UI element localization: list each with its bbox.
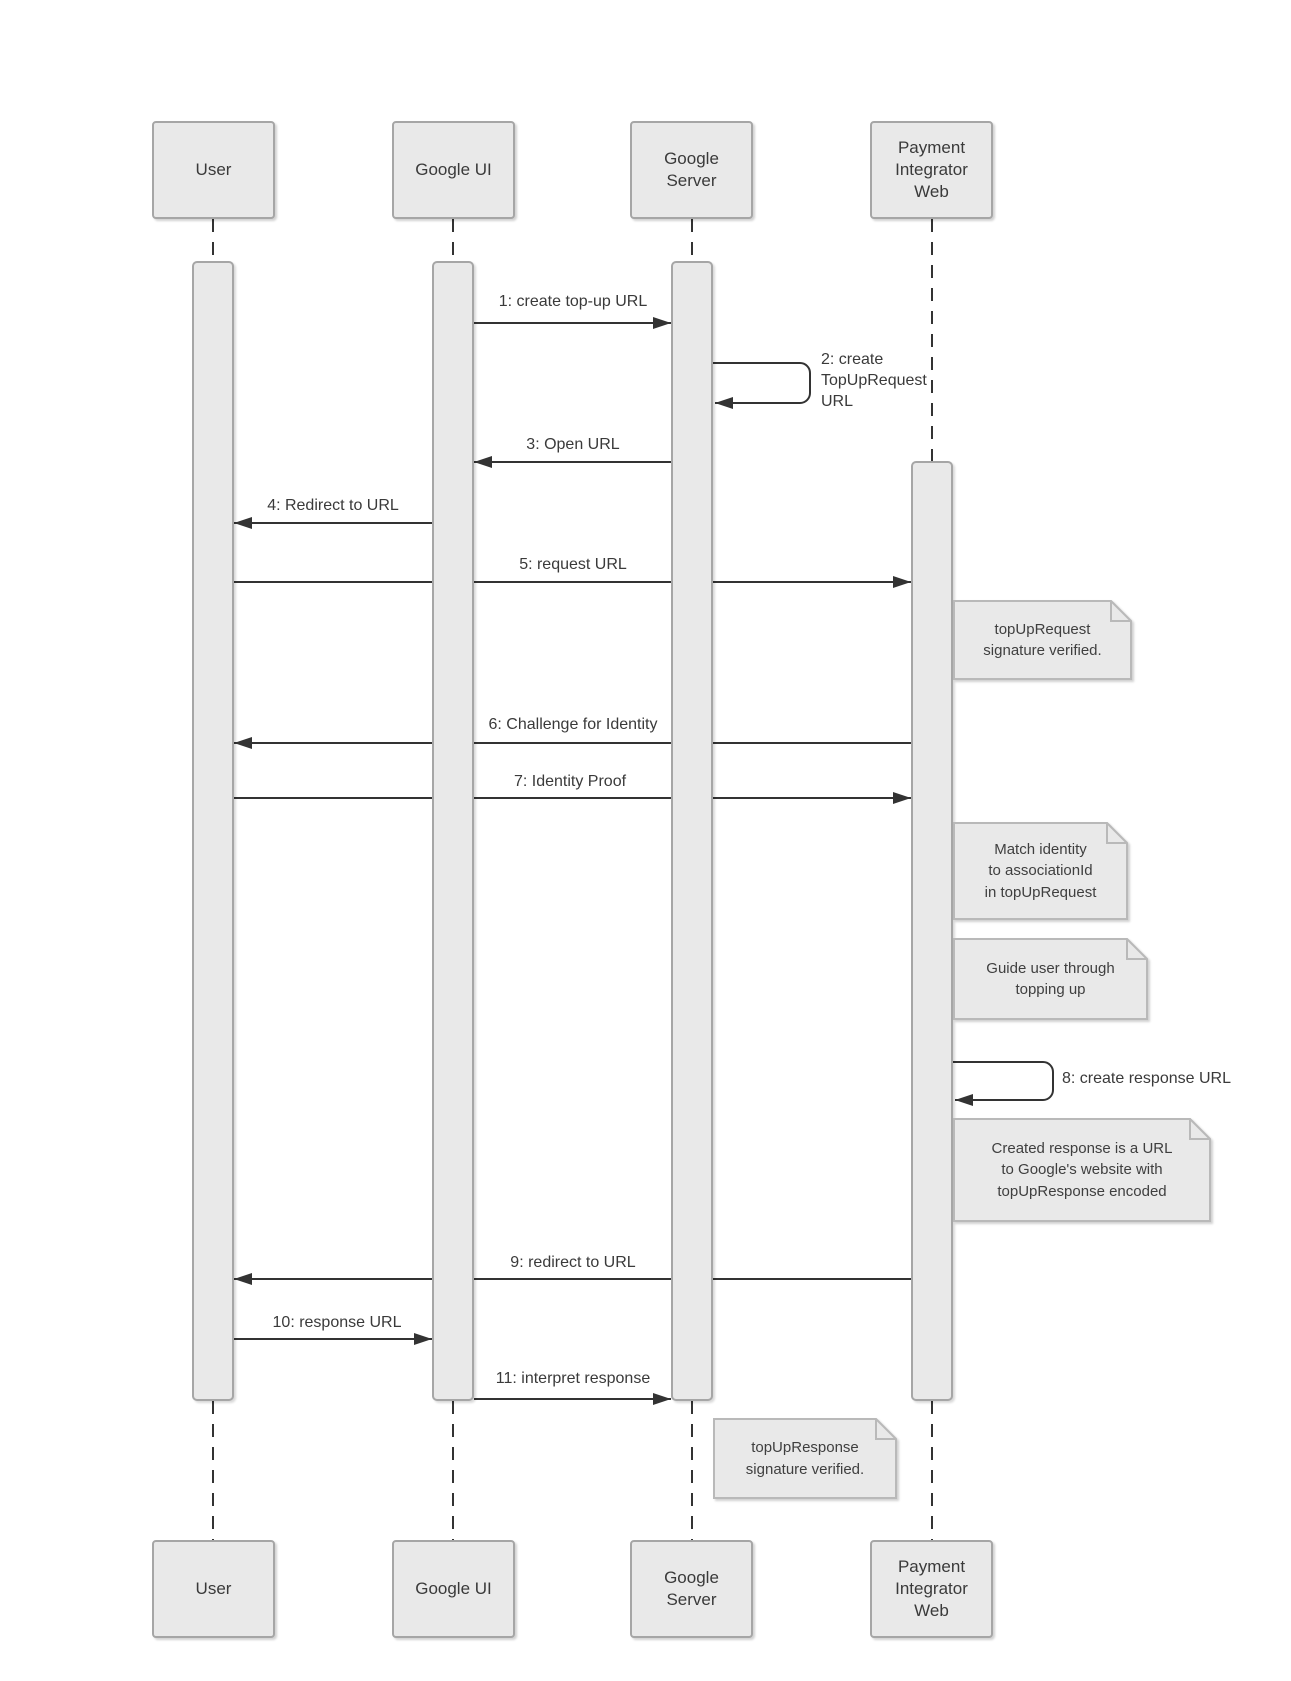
actor-label: Payment Integrator Web [895,1557,968,1620]
message-label-10: 10: response URL [272,1314,402,1331]
note-match-identity: Match identity to associationId in topUp… [953,822,1128,920]
note-fold [1189,1118,1211,1140]
note-fold [1126,938,1148,960]
note-shape [953,938,1148,1020]
actor-label: Google UI [415,1579,492,1598]
note-topuprequest-signature-verified: topUpRequest signature verified. [953,600,1132,680]
note-text: Match identity to associationId in topUp… [984,840,1097,901]
message-label-8: 8: create response URL [1062,1070,1231,1087]
message-label-11: 11: interpret response [495,1370,651,1387]
note-topupresponse-signature-verified: topUpResponse signature verified. [713,1418,897,1499]
actor-label: Google UI [415,160,492,179]
actor-box-user-bottom: User [152,1540,275,1638]
note-fold [1110,600,1132,622]
note-shape [953,1118,1211,1222]
note-fold [875,1418,897,1440]
message-label-3: 3: Open URL [526,436,620,453]
actor-label: Google Server [664,1568,719,1609]
self-message-loop-8 [953,1061,1054,1106]
message-label-2: 2: create TopUpRequest URL [821,351,927,410]
actor-box-google-server-top: Google Server [630,121,753,219]
message-label-1: 1: create top-up URL [498,293,648,310]
message-label-5: 5: request URL [519,556,627,573]
activation-bar-google-ui [432,261,474,1401]
actor-box-payment-integrator-web-bottom: Payment Integrator Web [870,1540,993,1638]
message-label-9: 9: redirect to URL [510,1254,636,1271]
note-shape [953,822,1128,920]
actor-box-google-server-bottom: Google Server [630,1540,753,1638]
note-created-response-url: Created response is a URL to Google's we… [953,1118,1211,1222]
message-label-4: 4: Redirect to URL [267,497,399,514]
activation-bar-google-server [671,261,713,1401]
note-text: topUpRequest signature verified. [983,620,1102,660]
actor-box-google-ui-top: Google UI [392,121,515,219]
note-text: Guide user through topping up [986,959,1115,999]
actor-label: Payment Integrator Web [895,138,968,201]
actor-label: User [195,1579,232,1598]
message-label-7: 7: Identity Proof [513,773,627,790]
note-shape [953,600,1132,680]
note-text: Created response is a URL to Google's we… [991,1139,1173,1200]
activation-bar-user [192,261,234,1401]
actor-label: User [195,160,232,179]
note-text: topUpResponse signature verified. [745,1439,865,1478]
actor-box-google-ui-bottom: Google UI [392,1540,515,1638]
note-shape [713,1418,897,1499]
actor-box-payment-integrator-web-top: Payment Integrator Web [870,121,993,219]
activation-bar-payment-integrator-web [911,461,953,1401]
message-label-6: 6: Challenge for Identity [488,716,658,733]
note-fold [1106,822,1128,844]
actor-box-user-top: User [152,121,275,219]
note-guide-user-through-topping-up: Guide user through topping up [953,938,1148,1020]
self-message-loop-2 [713,362,811,409]
actor-label: Google Server [664,149,719,190]
